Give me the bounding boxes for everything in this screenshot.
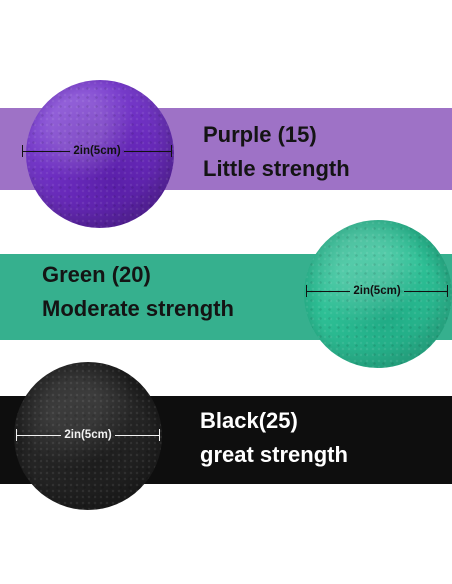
measure-line-left xyxy=(23,150,71,152)
green-caption: Green (20) Moderate strength xyxy=(42,258,234,326)
green-size-measure: 2in(5cm) xyxy=(306,284,449,298)
purple-size-label: 2in(5cm) xyxy=(73,145,121,157)
purple-title: Purple (15) xyxy=(203,122,317,147)
black-size-label: 2in(5cm) xyxy=(64,429,112,441)
black-title: Black(25) xyxy=(200,408,298,433)
measure-cap-left xyxy=(16,429,17,441)
black-stress-ball xyxy=(14,362,162,510)
ball-texture xyxy=(26,80,174,228)
purple-size-measure: 2in(5cm) xyxy=(22,144,173,158)
measure-cap-left xyxy=(22,145,23,157)
green-stress-ball xyxy=(304,220,452,368)
measure-line-right xyxy=(114,434,160,436)
green-title: Green (20) xyxy=(42,262,151,287)
measure-cap-right xyxy=(159,429,161,441)
black-caption: Black(25) great strength xyxy=(200,404,348,472)
measure-cap-right xyxy=(447,285,449,297)
green-strength: Moderate strength xyxy=(42,296,234,321)
green-size-label: 2in(5cm) xyxy=(353,285,401,297)
measure-line-left xyxy=(17,434,62,436)
measure-line-right xyxy=(123,150,172,152)
ball-texture xyxy=(304,220,452,368)
measure-cap-left xyxy=(306,285,307,297)
measure-cap-right xyxy=(171,145,173,157)
purple-stress-ball xyxy=(26,80,174,228)
measure-line-right xyxy=(403,290,448,292)
purple-caption: Purple (15) Little strength xyxy=(203,118,350,186)
black-strength: great strength xyxy=(200,442,348,467)
ball-texture xyxy=(14,362,162,510)
purple-strength: Little strength xyxy=(203,156,350,181)
measure-line-left xyxy=(307,290,351,292)
black-size-measure: 2in(5cm) xyxy=(16,428,161,442)
